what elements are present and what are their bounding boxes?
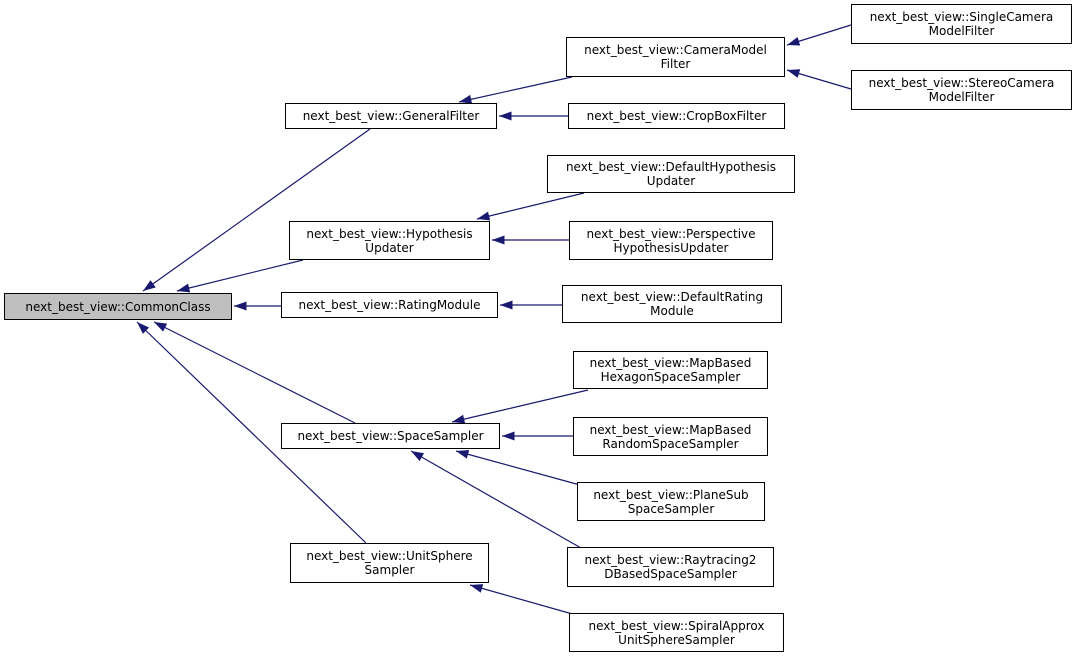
node-single-camera-model-filter[interactable]: next_best_view::SingleCamera ModelFilter [851,4,1072,44]
node-stereo-camera-model-filter[interactable]: next_best_view::StereoCamera ModelFilter [851,70,1072,110]
node-space-sampler[interactable]: next_best_view::SpaceSampler [281,423,500,449]
node-general-filter[interactable]: next_best_view::GeneralFilter [285,103,497,129]
node-label: next_best_view::SingleCamera [869,10,1054,24]
node-label: UnitSphereSampler [618,632,735,647]
node-label: ModelFilter [928,90,995,104]
node-label: next_best_view::CropBoxFilter [586,109,767,123]
edge-generalfilter-to-commonclass [142,128,371,292]
node-label: next_best_view::StereoCamera [868,76,1055,90]
edge-raytracing2d-to-spacesampler [410,450,582,549]
node-spiral-approx-unit-sphere-sampler[interactable]: next_best_view::SpiralApprox UnitSphereS… [569,613,784,652]
node-plane-sub-space-sampler[interactable]: next_best_view::PlaneSub SpaceSampler [577,482,765,521]
node-label: RandomSpaceSampler [602,436,739,451]
node-label: Updater [646,174,696,188]
edge-hypothesisupdater-to-commonclass [176,259,304,293]
node-label: HypothesisUpdater [613,240,729,255]
node-label: next_best_view::DefaultRating [580,290,764,304]
node-label: next_best_view::UnitSphere [306,549,473,563]
node-label: Module [650,304,694,318]
node-label: Sampler [364,563,415,577]
node-label: next_best_view::RatingModule [298,298,481,312]
edge-spacesampler-to-commonclass [153,321,356,424]
edge-spiralapprox-to-unitspheresampler [469,584,577,616]
node-default-rating-module[interactable]: next_best_view::DefaultRating Module [562,285,782,323]
node-label: ModelFilter [928,24,995,38]
node-crop-box-filter[interactable]: next_best_view::CropBoxFilter [568,103,785,129]
node-unit-sphere-sampler[interactable]: next_best_view::UnitSphere Sampler [290,543,489,583]
edge-defaulthypothesisupdater-to-hypothesisupdater [476,192,585,221]
node-label: DBasedSpaceSampler [604,567,737,581]
node-label: next_best_view::PlaneSub [593,487,749,502]
node-label: next_best_view::Hypothesis [306,226,473,241]
node-map-based-hexagon-space-sampler[interactable]: next_best_view::MapBased HexagonSpaceSam… [573,351,768,389]
edge-singlecameramodelfilter-to-cameramodelfilter [786,24,852,46]
node-label: Updater [365,240,414,255]
node-label: next_best_view::SpiralApprox [588,618,765,633]
node-label: next_best_view::GeneralFilter [302,109,480,123]
node-label: SpaceSampler [627,501,715,516]
node-label: next_best_view::Raytracing2 [584,553,757,567]
node-map-based-random-space-sampler[interactable]: next_best_view::MapBased RandomSpaceSamp… [573,417,768,456]
node-label: next_best_view::DefaultHypothesis [565,160,777,174]
node-label: next_best_view::CommonClass [25,299,211,314]
node-default-hypothesis-updater[interactable]: next_best_view::DefaultHypothesis Update… [547,155,795,193]
node-perspective-hypothesis-updater[interactable]: next_best_view::Perspective HypothesisUp… [569,221,773,260]
node-label: HexagonSpaceSampler [600,370,741,384]
edge-mapbasedhexagon-to-spacesampler [451,389,589,424]
node-label: next_best_view::MapBased [589,422,752,437]
node-label: next_best_view::SpaceSampler [297,429,484,443]
edge-stereocameramodelfilter-to-cameramodelfilter [786,69,852,90]
node-rating-module[interactable]: next_best_view::RatingModule [281,292,498,318]
node-camera-model-filter[interactable]: next_best_view::CameraModel Filter [566,37,785,77]
node-label: next_best_view::MapBased [589,356,752,370]
edge-unitspheresampler-to-commonclass [136,321,367,544]
node-label: Filter [660,57,691,71]
node-common-class[interactable]: next_best_view::CommonClass [4,293,232,320]
node-hypothesis-updater[interactable]: next_best_view::Hypothesis Updater [289,221,490,260]
node-label: next_best_view::Perspective [586,226,756,241]
node-label: next_best_view::CameraModel [584,43,767,57]
edge-cameramodelfilter-to-generalfilter [458,76,573,104]
edge-planesub-to-spacesampler [455,449,581,486]
node-raytracing2d-based-space-sampler[interactable]: next_best_view::Raytracing2 DBasedSpaceS… [567,547,774,587]
